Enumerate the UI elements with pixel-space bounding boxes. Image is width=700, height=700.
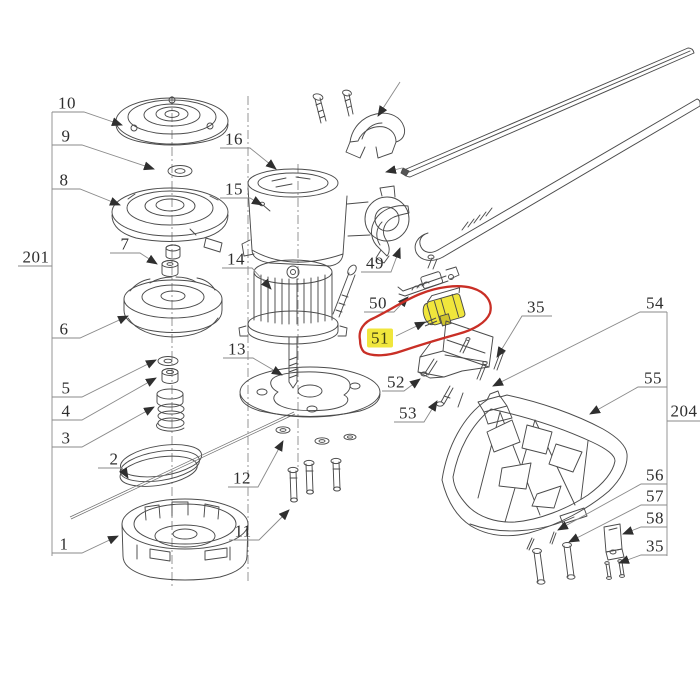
part-label-54: 54 [646, 293, 664, 313]
guard-rail-strip [400, 47, 695, 178]
part-49-hook-clamp [371, 205, 410, 264]
highlight-loop [358, 285, 492, 357]
callout-leader-57 [568, 504, 667, 543]
part-label-12: 12 [233, 468, 251, 488]
callout-leader-9 [52, 144, 155, 171]
callout-leader-35 [618, 554, 667, 564]
part-label-16: 16 [225, 129, 243, 149]
part-label-10: 10 [58, 93, 76, 113]
rail-end-arrow [385, 165, 403, 174]
callout-leader-6 [52, 315, 129, 339]
part-label-201: 201 [22, 247, 50, 267]
part-50-lever-switch [397, 254, 460, 297]
switch-plunger [423, 317, 438, 327]
part-7-bushings [161, 244, 181, 277]
callout-leader-53 [394, 400, 438, 423]
part-label-9: 9 [61, 126, 71, 146]
part-label-1: 1 [59, 534, 69, 554]
part-12-washers [275, 426, 357, 445]
callout-leader-14 [222, 267, 272, 290]
shaft-tube [414, 98, 700, 261]
part-label-49: 49 [366, 253, 384, 273]
callout-leader-4 [52, 377, 157, 421]
callout-leader-7 [110, 252, 158, 265]
part-label-56: 56 [646, 465, 664, 485]
part-53-screws [420, 358, 464, 408]
callout-leader-56 [557, 483, 667, 531]
callout-leader-55 [589, 386, 667, 415]
part-label-53: 53 [399, 403, 417, 423]
callout-leader-11 [229, 509, 290, 541]
callout-leader-35 [496, 315, 552, 358]
callout-leader-51 [395, 321, 426, 337]
part-label-2: 2 [109, 449, 119, 469]
part-1-spool-housing [121, 498, 249, 581]
part-13-mount-plate [239, 366, 381, 418]
part-6-spool [123, 276, 223, 338]
part-label-204: 204 [670, 401, 698, 421]
screws-35-lower [604, 559, 625, 580]
part-label-35: 35 [646, 536, 664, 556]
part-15-screw [259, 201, 271, 212]
callout-leader-52 [382, 378, 421, 392]
part-label-51: 51 [367, 328, 393, 348]
part-label-3: 3 [61, 428, 71, 448]
part-label-13: 13 [228, 339, 246, 359]
callout-leader-12 [228, 440, 284, 488]
callout-leader-15 [220, 196, 263, 206]
part-label-52: 52 [387, 372, 405, 392]
part-2-trimmer-line-coil [69, 411, 296, 520]
guard-screws-56-57 [526, 531, 576, 585]
trimmer-line [69, 411, 296, 520]
part-5-washer [157, 356, 179, 366]
part-label-35: 35 [527, 297, 545, 317]
callout-leader-10 [52, 111, 123, 127]
part-label-8: 8 [59, 170, 69, 190]
callout-leader-58 [622, 526, 667, 535]
part-58-block [603, 523, 625, 561]
part-3-spring [156, 388, 185, 432]
callout-leader-49 [361, 247, 401, 273]
part-14-motor [238, 259, 357, 389]
callout-leader-3 [52, 406, 155, 448]
callout-leader-5 [52, 359, 157, 398]
part-52-bracket [417, 320, 494, 379]
callouts-layer [18, 81, 700, 564]
part-label-14: 14 [227, 249, 245, 269]
part-label-15: 15 [225, 179, 243, 199]
callout-leader-13 [223, 357, 283, 376]
part-8-spool-cover [111, 187, 229, 253]
part-label-4: 4 [61, 401, 71, 421]
callout-leader-2 [98, 467, 129, 479]
callout-leader-54 [492, 311, 667, 387]
part-10-cap [115, 96, 229, 146]
part-55-guard [441, 390, 628, 537]
part-9-washer [167, 165, 193, 177]
callout-leader-8 [52, 188, 121, 206]
part-label-6: 6 [59, 319, 69, 339]
part-label-55: 55 [644, 368, 662, 388]
part-4-nut [161, 368, 179, 384]
part-label-58: 58 [646, 508, 664, 528]
part-51-switch [422, 287, 466, 327]
part-label-11: 11 [234, 521, 252, 541]
part-11-screws [287, 457, 342, 503]
callout-leader-16 [220, 147, 277, 170]
part-label-7: 7 [120, 234, 130, 254]
upper-clamp-arrow [377, 81, 401, 117]
part-label-5: 5 [61, 378, 71, 398]
top-screws [312, 89, 354, 124]
callout-leader-1 [52, 535, 119, 554]
part-label-57: 57 [646, 486, 664, 506]
part-16-motor-housing [241, 168, 410, 267]
part-label-50: 50 [369, 293, 387, 313]
upper-clamp-half [345, 112, 406, 159]
